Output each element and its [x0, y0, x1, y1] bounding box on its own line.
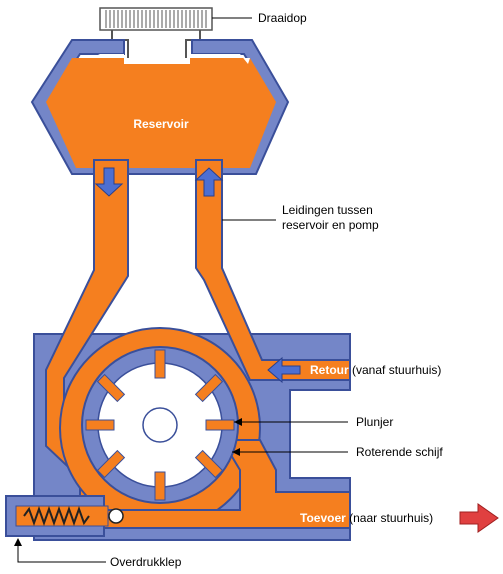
- label-toevoer-word: Toevoer: [300, 511, 346, 525]
- label-reservoir: Reservoir: [133, 117, 189, 131]
- reservoir-fluid: [46, 58, 276, 168]
- outlet-channel: [103, 439, 351, 529]
- label-leidingen-2: reservoir en pomp: [282, 218, 379, 232]
- retour-arrow-icon: [267, 356, 301, 384]
- label-toevoer: Toevoer (naar stuurhuis): [300, 511, 433, 525]
- rotor: [81, 346, 239, 504]
- arrow-down-icon: [94, 167, 124, 197]
- toevoer-arrow-icon: [459, 503, 499, 533]
- label-roterende-schijf: Roterende schijf: [356, 445, 443, 459]
- label-retour: Retour (vanaf stuurhuis): [310, 363, 441, 377]
- relief-valve: [5, 495, 124, 537]
- leader-lines: [17, 17, 348, 563]
- reservoir-housing: [30, 39, 290, 175]
- label-draaidop: Draaidop: [258, 11, 307, 25]
- label-retour-rest: (vanaf stuurhuis): [349, 363, 442, 377]
- arrow-up-icon: [194, 167, 224, 197]
- label-retour-word: Retour: [310, 363, 349, 377]
- label-overdrukklep: Overdrukklep: [110, 555, 182, 569]
- pointer-arrows: [14, 418, 242, 546]
- label-plunjer: Plunjer: [356, 415, 393, 429]
- label-toevoer-rest: (naar stuurhuis): [346, 511, 433, 525]
- label-leidingen-1: Leidingen tussen: [282, 203, 373, 217]
